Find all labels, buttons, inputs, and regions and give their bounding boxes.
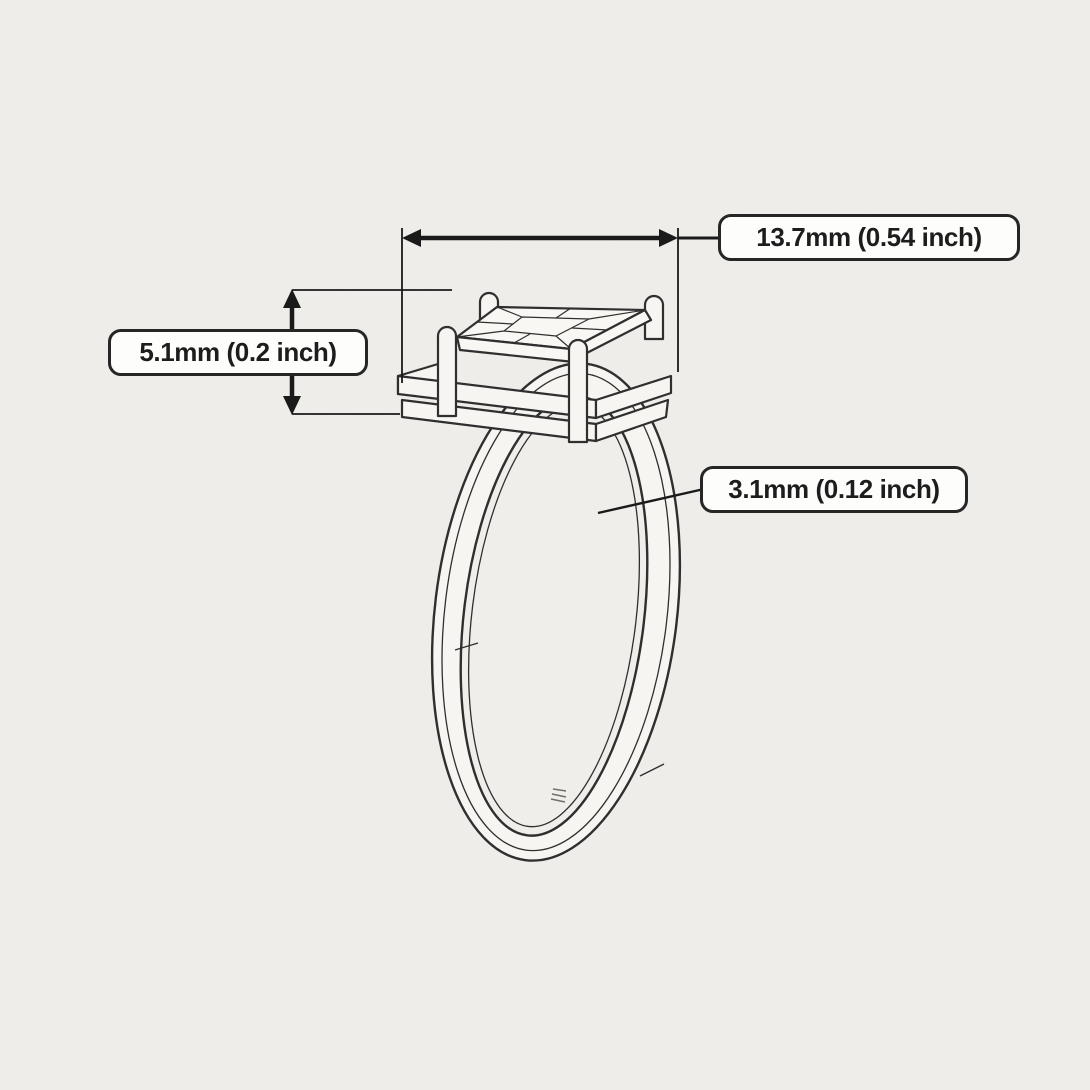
band-seam-mark xyxy=(454,642,479,651)
prong-front-right-icon xyxy=(567,338,589,444)
arrowhead-down-icon xyxy=(283,396,301,415)
stone-facet-lines xyxy=(456,306,646,350)
height-dimension-arrow xyxy=(283,289,452,415)
dimension-label-head-width: 13.7mm (0.54 inch) xyxy=(718,214,1020,261)
ring-head xyxy=(396,291,673,444)
arrowhead-up-icon xyxy=(283,289,301,308)
ring-band xyxy=(430,362,682,862)
arrowhead-right-icon xyxy=(659,229,678,247)
prong-back-right-icon xyxy=(643,294,665,341)
arrowhead-left-icon xyxy=(402,229,421,247)
hallmark-engraving xyxy=(550,788,567,803)
dimension-annotations xyxy=(283,228,722,515)
width-dimension-arrow xyxy=(401,228,722,383)
dimension-label-band-width: 3.1mm (0.12 inch) xyxy=(700,466,968,513)
band-leader-line xyxy=(597,487,705,515)
band-seam-mark xyxy=(639,763,665,777)
dimension-label-head-height: 5.1mm (0.2 inch) xyxy=(108,329,368,376)
prong-front-left-icon xyxy=(436,325,458,418)
